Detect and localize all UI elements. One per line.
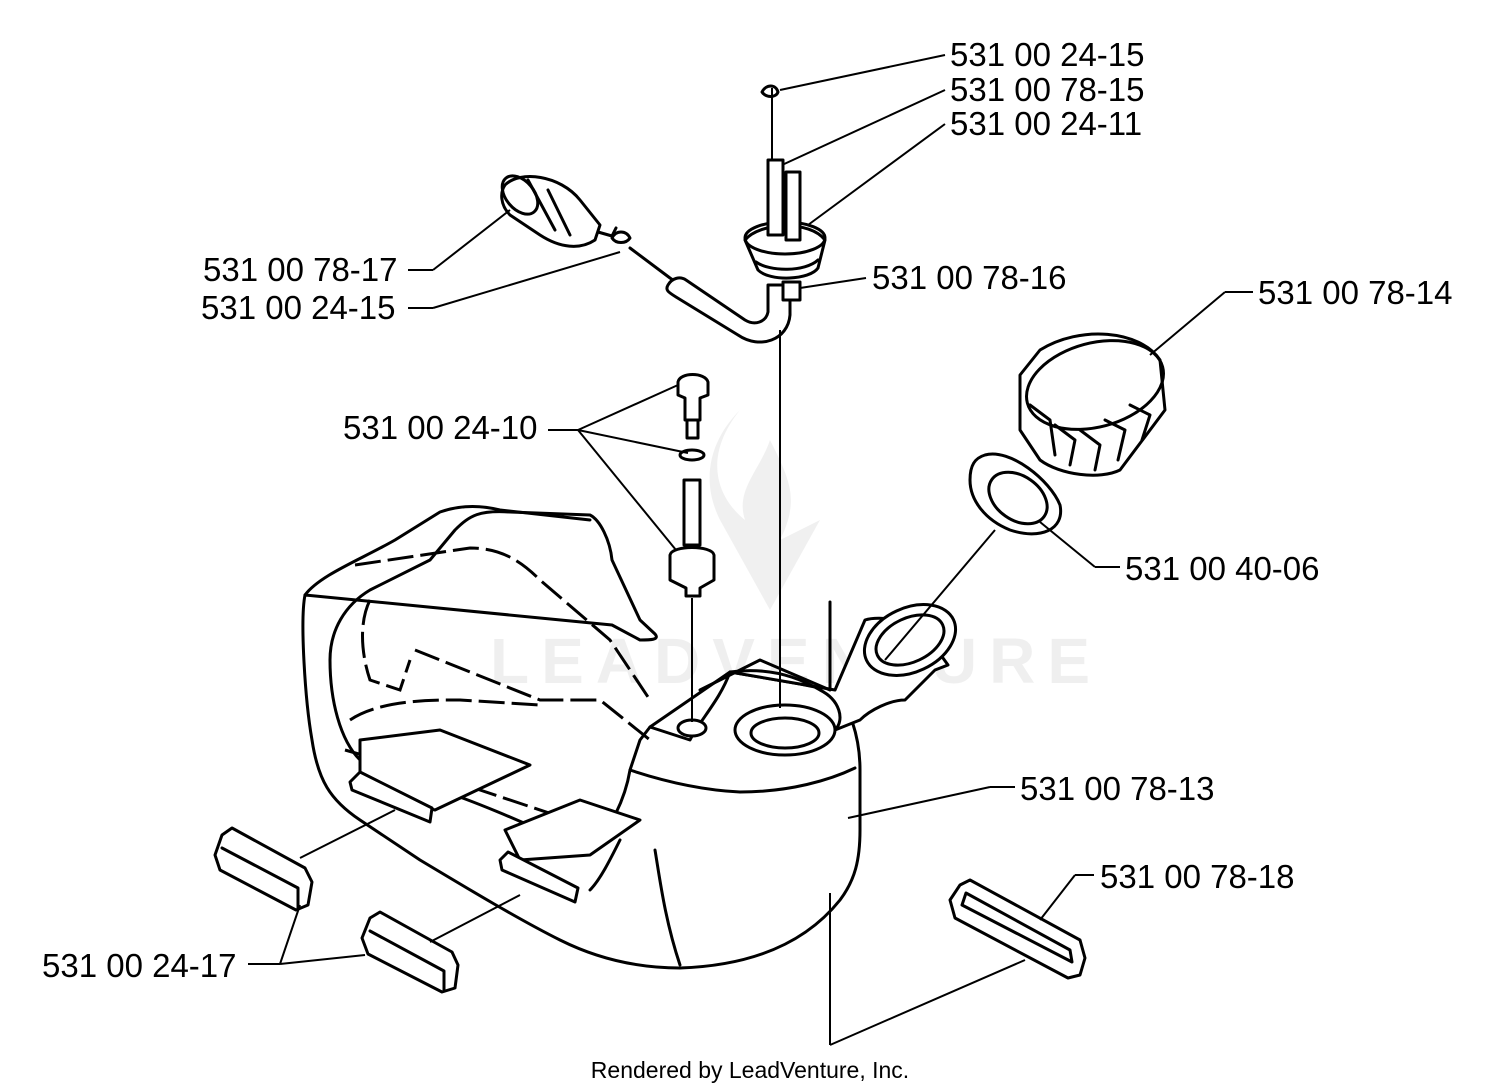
mount-right bbox=[948, 878, 1087, 980]
vent-valve-tip bbox=[685, 418, 700, 440]
filter-body bbox=[500, 175, 602, 248]
mount-left-lower-face bbox=[368, 929, 446, 992]
vent-hose-right bbox=[784, 170, 802, 242]
tank-slot-right bbox=[498, 850, 580, 904]
mount-left-upper-face bbox=[220, 846, 300, 910]
tank-front-edge bbox=[588, 838, 682, 967]
tank-top-rim bbox=[303, 505, 592, 597]
label-fuel-line[interactable]: 531 00 78-16 bbox=[872, 259, 1067, 296]
fuel-line-section bbox=[665, 276, 792, 344]
label-fuel-tank[interactable]: 531 00 78-13 bbox=[1020, 770, 1215, 807]
tank-pad-right bbox=[503, 798, 642, 862]
footer-credit: Rendered by LeadVenture, Inc. bbox=[591, 1057, 909, 1083]
label-tank-mount-right[interactable]: 531 00 78-18 bbox=[1100, 858, 1295, 895]
fuel-cap-ribs bbox=[1028, 403, 1152, 472]
vent-valve-body bbox=[668, 546, 716, 598]
vent-valve-oring bbox=[678, 448, 706, 462]
vent-valve-cap bbox=[676, 373, 710, 422]
tank-slot-left bbox=[348, 770, 434, 824]
tank-mounts-drawing bbox=[213, 826, 1087, 994]
filter-bands bbox=[526, 178, 572, 237]
vent-hose-left bbox=[766, 158, 785, 237]
tank-pickup-inner bbox=[749, 716, 821, 750]
fuel-cap-body bbox=[1018, 332, 1167, 477]
filter-clip-icon bbox=[610, 230, 632, 244]
fuel-tank-drawing bbox=[301, 505, 958, 970]
label-cap-clip-top[interactable]: 531 00 24-15 bbox=[950, 36, 1145, 73]
cap-gasket-drawing bbox=[968, 452, 1063, 536]
watermark-flame-icon bbox=[709, 410, 820, 610]
filler-neck-inner bbox=[874, 613, 946, 667]
vent-valve-drawing bbox=[668, 373, 716, 598]
label-filter-clip[interactable]: 531 00 24-15 bbox=[201, 289, 396, 326]
fuel-cap-drawing bbox=[1018, 332, 1167, 477]
tank-ridge bbox=[698, 600, 832, 692]
fuel-cap-top bbox=[1025, 339, 1165, 431]
grommet-rings bbox=[754, 258, 820, 271]
label-fuel-cap[interactable]: 531 00 78-14 bbox=[1258, 274, 1453, 311]
leader-lines bbox=[248, 54, 1253, 1046]
label-tank-mounts-left[interactable]: 531 00 24-17 bbox=[42, 947, 237, 984]
part-labels: 531 00 24-15 531 00 78-15 531 00 24-11 5… bbox=[42, 36, 1453, 984]
tank-body bbox=[301, 510, 862, 970]
fuel-line-stub bbox=[781, 280, 802, 302]
label-vent-valve[interactable]: 531 00 24-10 bbox=[343, 409, 538, 446]
tank-vent-hole bbox=[676, 718, 708, 738]
gasket-outer bbox=[968, 452, 1063, 536]
label-cap-gasket[interactable]: 531 00 40-06 bbox=[1125, 550, 1320, 587]
gasket-inner bbox=[987, 470, 1049, 526]
label-vent-hose[interactable]: 531 00 78-15 bbox=[950, 71, 1145, 108]
vent-valve-stem bbox=[682, 478, 702, 547]
mount-right-slot bbox=[960, 891, 1074, 964]
tank-hidden-inner bbox=[344, 546, 652, 832]
label-grommet[interactable]: 531 00 24-11 bbox=[950, 105, 1142, 142]
label-fuel-filter[interactable]: 531 00 78-17 bbox=[203, 251, 398, 288]
top-clip-icon bbox=[760, 84, 780, 98]
fuel-filter-drawing bbox=[500, 174, 618, 248]
fuel-line-drawing bbox=[610, 84, 827, 344]
